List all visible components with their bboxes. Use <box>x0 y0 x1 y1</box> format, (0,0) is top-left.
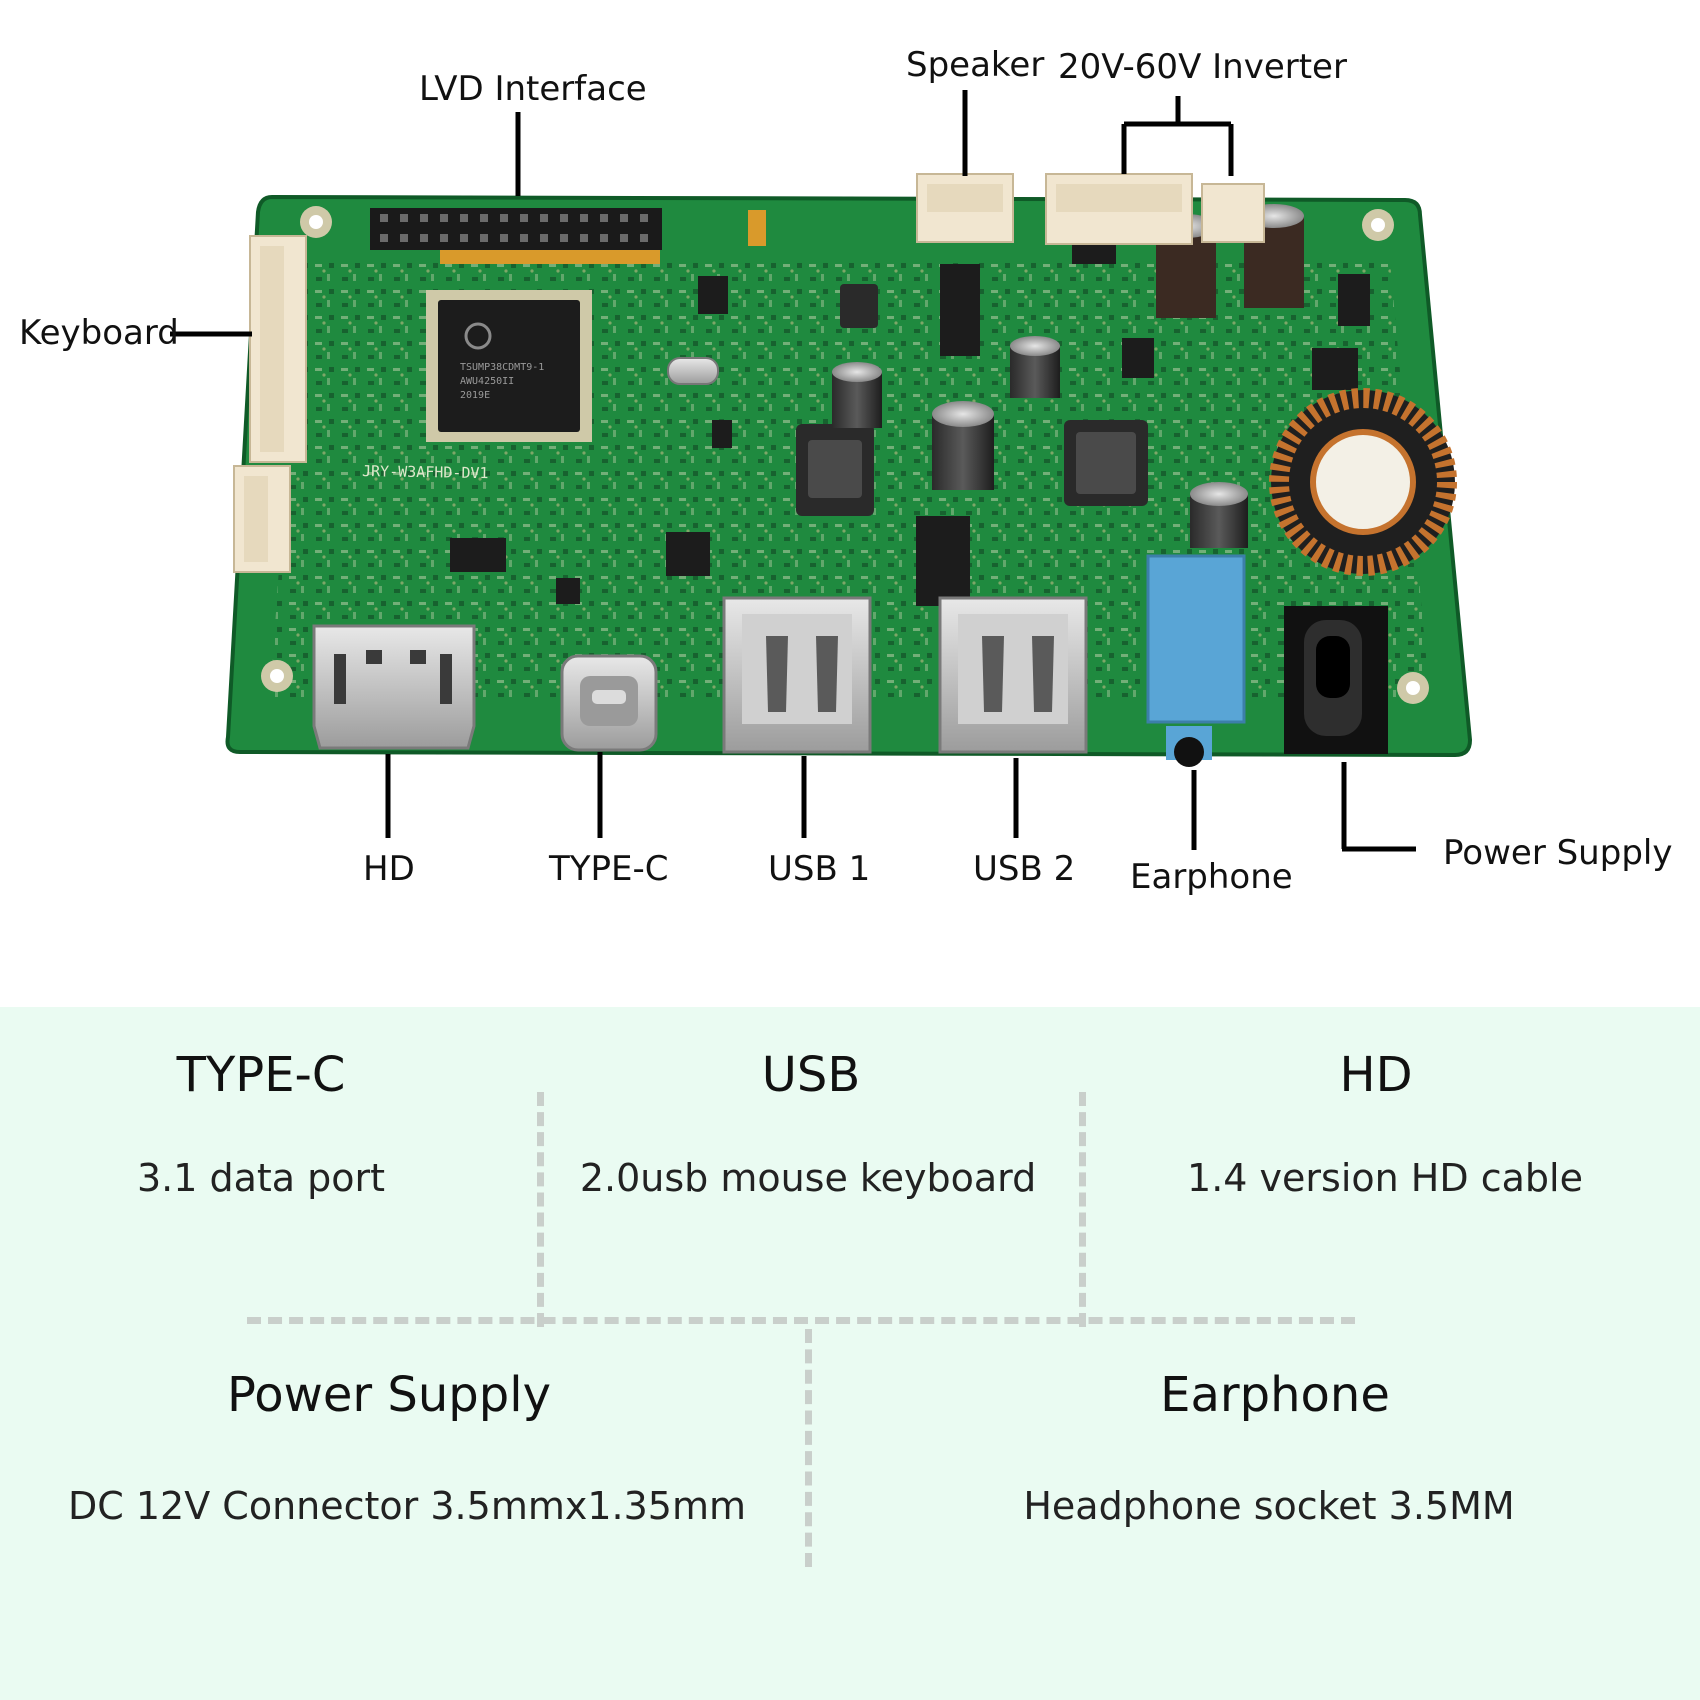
chip-marking-line3: 2019E <box>460 390 490 401</box>
spec-typec-title: TYPE-C <box>176 1047 346 1103</box>
dc-power-jack <box>1284 606 1388 754</box>
earphone-label: Earphone <box>1130 857 1293 897</box>
inverter-connectors <box>1045 173 1265 245</box>
usb1-label: USB 1 <box>768 849 871 889</box>
speaker-label: Speaker <box>906 45 1045 85</box>
leader-lines <box>170 90 1416 852</box>
inverter-label: 20V-60V Inverter <box>1058 47 1347 87</box>
toroid-inductor <box>1269 388 1457 576</box>
type-c-label: TYPE-C <box>549 849 669 889</box>
lvds-interface-label: LVD Interface <box>419 69 647 109</box>
spec-panel: TYPE-C 3.1 data port USB 2.0usb mouse ke… <box>0 1007 1700 1700</box>
divider-horizontal <box>247 1317 1355 1324</box>
divider-vertical-1 <box>537 1092 544 1327</box>
spec-hd-desc: 1.4 version HD cable <box>1187 1156 1583 1200</box>
hd-port <box>312 624 476 750</box>
usb2-label: USB 2 <box>973 849 1076 889</box>
divider-vertical-2 <box>1079 1092 1086 1327</box>
spec-typec-desc: 3.1 data port <box>136 1156 386 1200</box>
chip-marking-line1: TSUMP38CDMT9-1 <box>460 362 544 373</box>
spec-power-desc: DC 12V Connector 3.5mmx1.35mm <box>68 1484 746 1528</box>
power-supply-label: Power Supply <box>1443 833 1673 873</box>
lvds-pin-header <box>370 208 766 264</box>
earphone-jack <box>1146 554 1246 767</box>
usb2-port <box>938 596 1088 754</box>
usb1-port <box>722 596 872 754</box>
speaker-connector <box>916 173 1014 243</box>
scaler-chip: TSUMP38CDMT9-1 AWU4250II 2019E <box>426 290 592 442</box>
keyboard-label: Keyboard <box>19 313 179 353</box>
square-inductors <box>796 284 1148 516</box>
controller-board-illustration: TSUMP38CDMT9-1 AWU4250II 2019E JRY-W3AFH… <box>170 90 1473 852</box>
spec-earphone-title: Earphone <box>1160 1367 1390 1423</box>
keyboard-connector <box>233 235 307 573</box>
spec-hd-title: HD <box>1339 1047 1413 1103</box>
spec-earphone-desc: Headphone socket 3.5MM <box>1023 1484 1515 1528</box>
spec-usb-title: USB <box>761 1047 861 1103</box>
hd-label: HD <box>363 849 415 889</box>
divider-vertical-3 <box>805 1329 812 1567</box>
crystal-oscillator <box>667 357 719 385</box>
chip-marking-line2: AWU4250II <box>460 376 514 387</box>
type-c-port <box>560 654 658 752</box>
spec-usb-desc: 2.0usb mouse keyboard <box>579 1156 1037 1200</box>
spec-power-title: Power Supply <box>227 1367 551 1423</box>
board-marking: JRY-W3AFHD-DV1 <box>362 462 489 482</box>
